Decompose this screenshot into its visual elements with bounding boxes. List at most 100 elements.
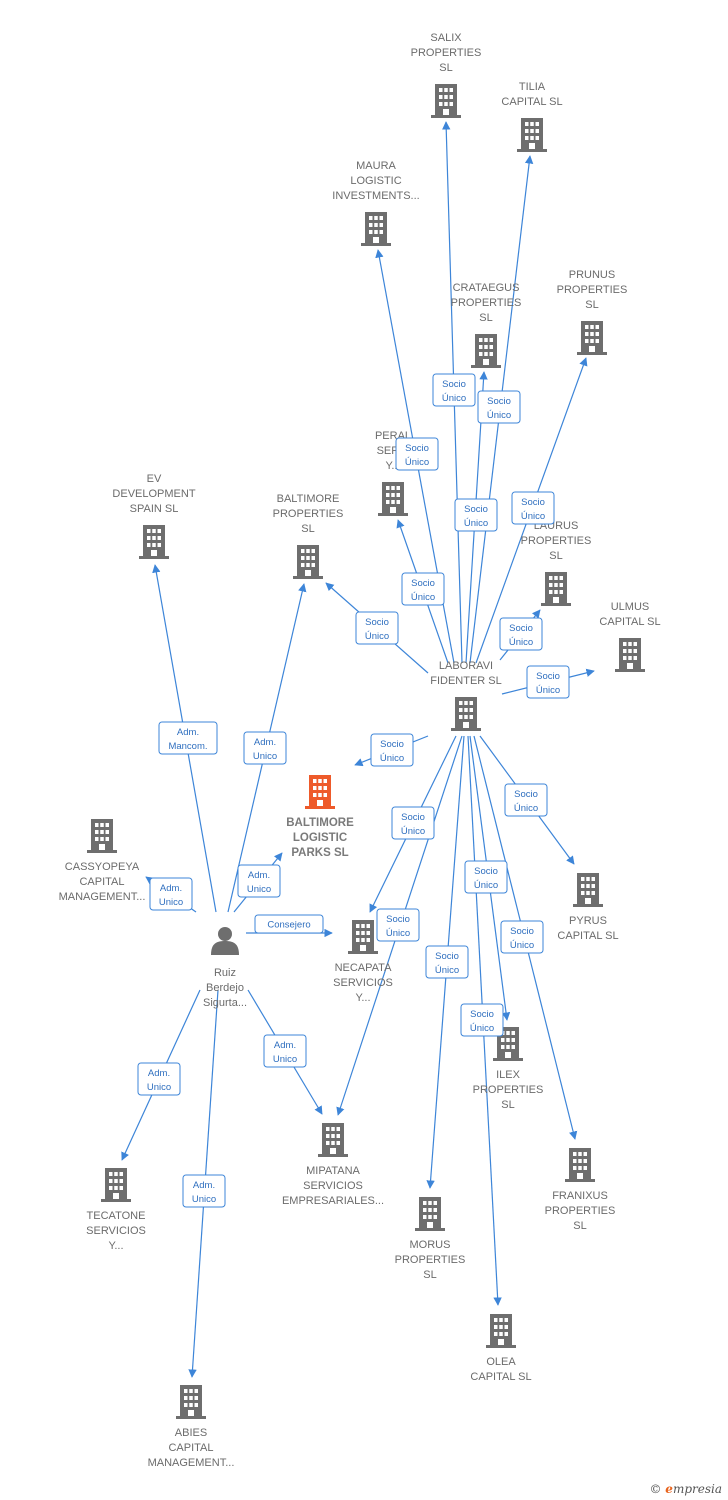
- person-icon[interactable]: [211, 927, 239, 955]
- node-label: SL: [479, 312, 492, 324]
- edge-label-ruiz-to-necapata[interactable]: Consejero: [254, 914, 324, 934]
- edge-label-ruiz-to-ev[interactable]: Adm.Mancom.: [158, 721, 218, 755]
- edge-label-box: [149, 877, 193, 911]
- building-icon[interactable]: [378, 482, 408, 516]
- node-label: LOGISTIC: [350, 175, 401, 187]
- edge-label-text: Socio: [386, 914, 410, 925]
- edge-label-text: Adm.: [193, 1180, 215, 1191]
- building-icon[interactable]: [615, 638, 645, 672]
- edge-label-box: [237, 864, 281, 898]
- edge-label-text: Único: [521, 511, 545, 522]
- node-cassyopeya[interactable]: CASSYOPEYACAPITALMANAGEMENT...: [59, 819, 146, 903]
- building-icon[interactable]: [361, 212, 391, 246]
- building-icon[interactable]: [305, 775, 335, 809]
- building-icon[interactable]: [577, 321, 607, 355]
- building-icon[interactable]: [517, 118, 547, 152]
- building-icon[interactable]: [431, 84, 461, 118]
- edge-label-text: Único: [442, 393, 466, 404]
- edge-label-ruiz-to-abies[interactable]: Adm.Unico: [182, 1174, 226, 1208]
- edge-label-text: Adm.: [248, 870, 270, 881]
- building-icon[interactable]: [101, 1168, 131, 1202]
- node-label: NECAPATA: [335, 962, 393, 974]
- building-icon[interactable]: [573, 873, 603, 907]
- node-tecatone[interactable]: TECATONESERVICIOSY...: [86, 1168, 146, 1252]
- node-label: PROPERTIES: [557, 284, 628, 296]
- node-abies[interactable]: ABIESCAPITALMANAGEMENT...: [148, 1385, 235, 1469]
- edge-label-ruiz-to-cassyopeya[interactable]: Adm.Unico: [149, 877, 193, 911]
- edge-label-text: Único: [435, 965, 459, 976]
- building-icon[interactable]: [471, 334, 501, 368]
- node-mipatana[interactable]: MIPATANASERVICIOSEMPRESARIALES...: [282, 1123, 384, 1207]
- empresia-brand[interactable]: © empresia: [649, 1482, 722, 1496]
- edge-label-box: [526, 665, 570, 699]
- node-label: Berdejo: [206, 982, 244, 994]
- node-maura[interactable]: MAURALOGISTICINVESTMENTS...: [332, 160, 420, 246]
- node-ruiz[interactable]: RuizBerdejoSigurta...: [203, 927, 247, 1009]
- building-icon[interactable]: [486, 1314, 516, 1348]
- edge-label-text: Único: [509, 637, 533, 648]
- building-icon[interactable]: [348, 920, 378, 954]
- building-icon[interactable]: [176, 1385, 206, 1419]
- node-label: SERVICIOS: [86, 1225, 146, 1237]
- edge-label-ruiz-to-tecatone[interactable]: Adm.Unico: [137, 1062, 181, 1096]
- edge-label-box: [263, 1034, 307, 1068]
- edge-label-text: Adm.: [148, 1068, 170, 1079]
- edge-label-box: [511, 491, 555, 525]
- building-icon[interactable]: [139, 525, 169, 559]
- building-icon[interactable]: [318, 1123, 348, 1157]
- building-icon[interactable]: [565, 1148, 595, 1182]
- building-icon[interactable]: [87, 819, 117, 853]
- edge-label-text: Socio: [411, 578, 435, 589]
- node-label: OLEA: [486, 1356, 516, 1368]
- edge-label-box: [499, 617, 543, 651]
- node-necapata[interactable]: NECAPATASERVICIOSY...: [333, 920, 393, 1004]
- edge-label-ruiz-to-mipatana[interactable]: Adm.Unico: [263, 1034, 307, 1068]
- node-label: SL: [585, 299, 598, 311]
- edge-label-ruiz-to-baltprop[interactable]: Adm.Unico: [243, 731, 287, 765]
- building-icon[interactable]: [293, 545, 323, 579]
- edge-label-box: [464, 860, 508, 894]
- building-icon[interactable]: [451, 697, 481, 731]
- edge-label-text: Unico: [253, 751, 277, 762]
- building-icon[interactable]: [415, 1197, 445, 1231]
- edge-label-ruiz-to-baltlog[interactable]: Adm.Unico: [237, 864, 281, 898]
- edge-label-text: Unico: [273, 1054, 297, 1065]
- node-label: Y...: [108, 1240, 123, 1252]
- node-label: SPAIN SL: [130, 503, 179, 515]
- building-icon[interactable]: [541, 572, 571, 606]
- node-label: EMPRESARIALES...: [282, 1195, 384, 1207]
